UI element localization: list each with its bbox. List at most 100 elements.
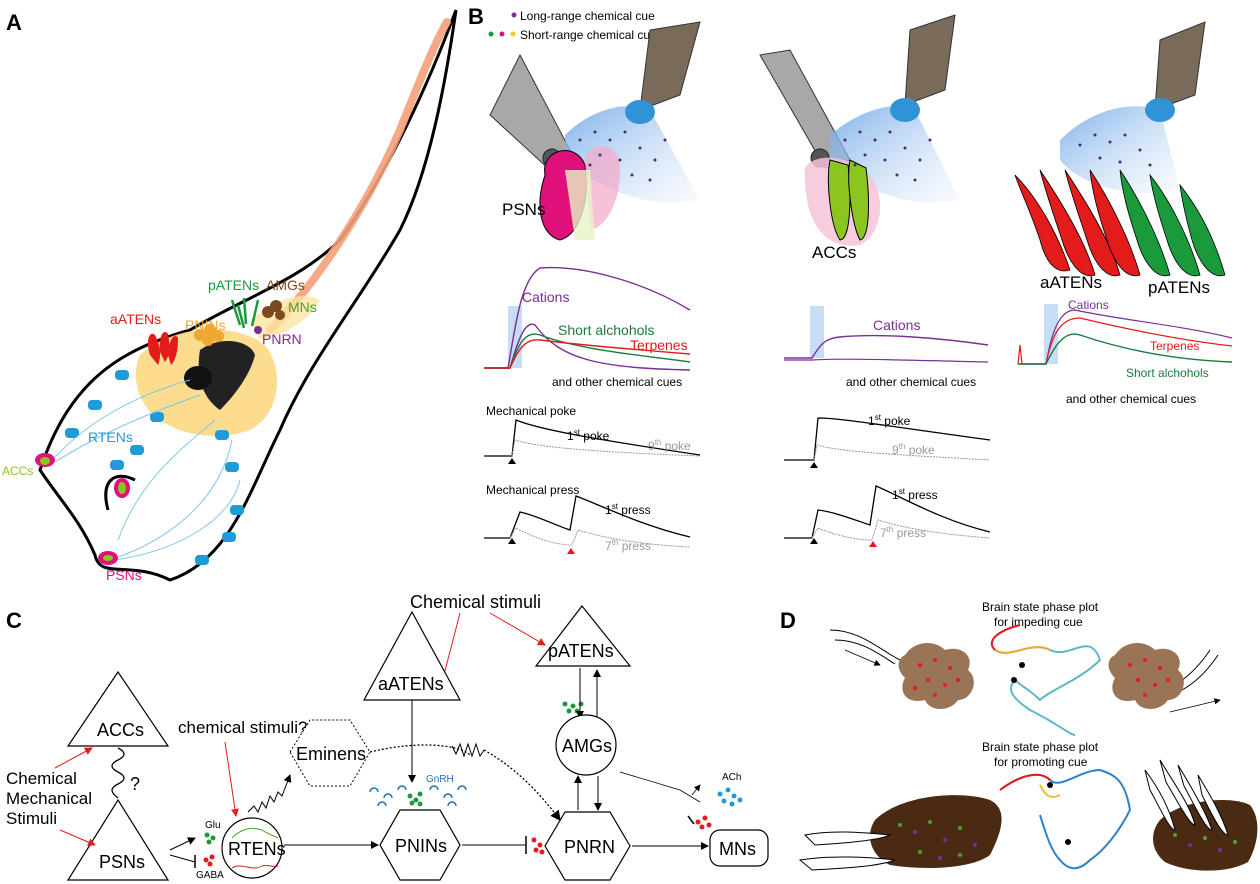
substrate-bottom-right-dots — [1173, 833, 1237, 852]
node-pinins-label: PNINs — [395, 836, 447, 856]
impeding-title-1: Brain state phase plot — [982, 600, 1099, 614]
worm-top-left — [829, 629, 901, 661]
stimuli-line-2: Mechanical — [6, 789, 92, 808]
chemical-stimuli-label: Chemical stimuli — [410, 592, 541, 612]
node-psns-label: PSNs — [99, 852, 145, 872]
cell-label-accs: ACCs — [812, 243, 856, 262]
cue-dots-3 — [1078, 133, 1152, 167]
cue-dots-2 — [843, 130, 932, 182]
panel-letter-d: D — [780, 608, 796, 633]
trace2-cations: Cations — [873, 317, 920, 333]
node-pnrn — [544, 811, 631, 881]
worm-arrow-top-right — [1169, 698, 1221, 713]
node-mns — [709, 829, 769, 867]
traces-atens: Cations Terpenes Short alchohols and oth… — [1017, 298, 1233, 406]
trace3-short-alcohols: Short alchohols — [1126, 366, 1209, 380]
node-pinins — [379, 809, 461, 881]
trace3-other-cues: and other chemical cues — [1066, 392, 1196, 406]
ach-dots — [717, 787, 743, 807]
inhibition-bar-mns — [687, 815, 695, 825]
chemical-stimuli-q: chemical stimuli? — [178, 718, 307, 737]
phase-impeding-mid — [994, 646, 1051, 654]
psn-cluster-bottom — [98, 551, 118, 565]
gnrh-symbols — [369, 785, 467, 807]
poke2-first-label: 1st poke — [868, 413, 911, 428]
pinins-cells — [194, 324, 224, 346]
legend-dot-magenta — [499, 31, 505, 37]
trace1-cations: Cations — [522, 289, 569, 305]
arrow-psns-rtens — [169, 837, 196, 851]
line-psns-gaba — [169, 854, 196, 863]
press-seventh-label: 7th press — [605, 538, 651, 553]
press-first-label: 1st press — [605, 502, 651, 517]
cell-label-aatens: aATENs — [1040, 273, 1102, 292]
node-accs — [66, 670, 170, 747]
label-a-amgs: AMGs — [266, 277, 305, 293]
node-patens-label: pATENs — [548, 641, 614, 661]
legend-long-range: Long-range chemical cue — [520, 9, 655, 23]
dotted-to-pnrn — [483, 749, 561, 822]
mechanical-press-middle: 1st press 7th press — [784, 485, 991, 547]
trace3-terpenes: Terpenes — [1150, 339, 1199, 353]
experiment-psns: PSNs — [489, 21, 701, 241]
panel-letter-a: A — [6, 10, 22, 35]
cell-label-psns: PSNs — [502, 200, 545, 219]
patens-cells — [230, 297, 260, 329]
rtens-cells — [65, 370, 244, 565]
stimuli-line-3: Stimuli — [6, 809, 57, 828]
panel-d: D Brain state phase plot for impeding cu… — [780, 600, 1258, 871]
poke-first-label: 1st poke — [567, 428, 610, 443]
legend-dot-green — [488, 31, 494, 37]
worm-bottom-left-2 — [798, 856, 896, 871]
substrate-bottom-left — [870, 795, 1002, 868]
poke-title: Mechanical poke — [486, 404, 576, 418]
panel-a: A — [2, 9, 458, 583]
node-patens — [534, 605, 632, 667]
legend-short-range: Short-range chemical cue — [520, 28, 657, 42]
trace3-cations: Cations — [1068, 298, 1109, 312]
label-a-rtens: RTENs — [88, 429, 133, 445]
worm-arrow-top-left — [844, 649, 881, 666]
trace1-other-cues: and other chemical cues — [552, 375, 682, 389]
gnrh-dots — [407, 791, 423, 807]
aatens-cells — [147, 332, 178, 365]
label-a-pnrn: PNRN — [262, 331, 302, 347]
arrow-stim-accs — [54, 747, 93, 769]
glu-label: Glu — [205, 820, 221, 831]
promoting-title-2: for promoting cue — [994, 755, 1088, 769]
glu-dots — [204, 832, 216, 845]
stimuli-line-1: Chemical — [6, 769, 77, 788]
press2-seventh-label: 7th press — [880, 525, 926, 540]
spring-rtens-eminens — [247, 774, 292, 814]
trace1-terpenes: Terpenes — [630, 337, 688, 353]
panel-c: C Chemical stimuli ACCs PSNs ? Chemical … — [6, 592, 769, 881]
phase-promoting-start — [999, 773, 1051, 791]
substrate-bottom-left-dots — [898, 820, 977, 860]
panel-letter-b: B — [468, 4, 484, 29]
neuropil — [198, 340, 255, 410]
ach-label: ACh — [722, 772, 741, 783]
fungus-top-right-dots — [1128, 658, 1170, 697]
press2-first-label: 1st press — [892, 487, 938, 502]
experiment-accs: ACCs — [759, 14, 960, 262]
arrow-stim-psns — [59, 829, 96, 846]
gnrh-label: GnRH — [426, 774, 454, 785]
node-amgs-label: AMGs — [562, 736, 612, 756]
promoting-title-1: Brain state phase plot — [982, 740, 1099, 754]
rtens-inset-red — [231, 864, 279, 869]
label-a-pinins: PNINs — [185, 317, 225, 333]
mechanical-poke-middle: 1st poke 9th poke — [784, 413, 991, 468]
mechanical-poke-left: Mechanical poke 1st poke 9th poke — [484, 404, 701, 464]
spring-accs-psns — [111, 747, 125, 799]
line-amgs-ach — [619, 771, 701, 803]
tentacle-stripe — [266, 18, 451, 334]
poke2-ninth-label: 9th poke — [892, 442, 935, 457]
arrow-ach — [691, 784, 701, 796]
experiment-atens: aATENs pATENs — [1014, 21, 1226, 297]
node-eminens — [289, 719, 371, 787]
panel-b: B Long-range chemical cue Short-range ch… — [468, 4, 1233, 554]
phase-plot-impeding — [990, 624, 1102, 736]
trace2-other-cues: and other chemical cues — [846, 375, 976, 389]
substrate-bottom-right — [1153, 800, 1258, 871]
